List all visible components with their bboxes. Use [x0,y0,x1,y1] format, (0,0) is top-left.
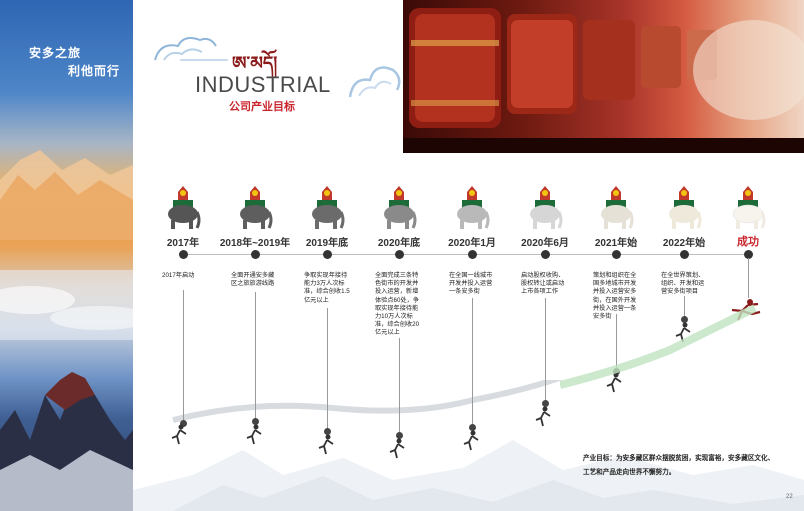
milestone-marker-1 [180,420,187,427]
industry-goal-text: 产业目标：为安多藏区群众摆脱贫困，实现富裕，安多藏区文化、工艺和产品走向世界不懈… [583,452,775,480]
milestone-year-7: 2021年始 [594,238,638,249]
climber-icon [535,406,551,427]
milestone-dot-5 [468,250,477,259]
milestone-year-5: 2020年1月 [448,238,496,249]
milestone-dot-9 [744,250,753,259]
milestone-line-4 [399,338,400,434]
page-number: 22 [786,494,793,500]
prayer-wheels-photo [403,0,804,153]
milestone-desc-1: 2017年启动 [162,272,195,279]
milestone-desc-5: 在全国一线城市开发并投入运营一条安多街 [449,272,493,296]
green-ridge [560,304,757,389]
milestone-desc-7: 策划和组织在全国多地城市开发并投入运营安多街，在国外开发并投入运营一条安多街 [593,272,637,321]
milestone-year-6: 2020年6月 [521,238,569,249]
milestone-line-1 [183,290,184,422]
milestone-line-6 [545,298,546,402]
climber-icon [246,424,262,445]
milestone-marker-5 [469,424,476,431]
milestone-dot-3 [323,250,332,259]
tibetan-title: ཨ་མདོ། [232,53,278,74]
banner-text-line1: 安多之旅 [29,46,82,60]
milestone-year-1: 2017年 [166,238,200,249]
milestone-desc-6: 启动股权收购、股权转让或启动上市各项工作 [521,272,565,296]
milestone-dot-2 [251,250,260,259]
elephant-icon [732,186,766,229]
milestone-year-4: 2020年底 [377,238,421,249]
milestone-line-9 [748,258,749,298]
milestone-desc-2: 全面开通安多藏区之旅旅游线路 [231,272,275,288]
milestone-line-3 [327,308,328,430]
cloud-ornament-right [348,66,401,98]
milestone-dot-6 [541,250,550,259]
climber-icon [318,434,334,455]
goal-label: 产业目标： [583,455,616,462]
climber-icon [463,430,479,451]
elephant-icon [457,186,490,229]
climber-icon [389,438,405,459]
milestone-dot-7 [612,250,621,259]
page-subtitle: 公司产业目标 [229,101,295,113]
milestone-marker-4 [396,432,403,439]
milestone-year-9: 成功 [737,236,759,248]
goal-body: 为安多藏区群众摆脱贫困，实现富裕，安多藏区文化、工艺和产品走向世界不懈努力。 [583,455,775,476]
milestone-year-2: 2018年~2019年 [219,238,291,249]
milestone-line-5 [472,298,473,426]
banner-text-line2: 利他而行 [68,64,121,78]
milestone-marker-3 [324,428,331,435]
climber-icon [171,424,187,445]
cloud-ornament-left [154,37,228,61]
elephant-icon [669,186,702,229]
elephant-icon [312,186,345,229]
milestone-desc-8: 在全世界策划、组织、开发和运营安多街项目 [661,272,705,296]
elephant-icon [530,186,563,229]
milestone-marker-6 [542,400,549,407]
elephant-icon [601,186,634,229]
elephant-icon [384,186,417,229]
milestone-marker-2 [252,418,259,425]
elephant-icon [168,186,201,229]
elephant-icon [240,186,273,229]
milestone-marker-8 [681,316,688,323]
milestone-desc-3: 争取实现年接待能力3万人次标准，综合创收1.5亿元以上 [304,272,350,304]
milestone-dot-1 [179,250,188,259]
milestone-year-3: 2019年底 [305,238,349,249]
milestone-year-8: 2022年始 [662,238,706,249]
mountain-illustration [0,150,133,511]
page-title: INDUSTRIAL [195,72,331,97]
milestone-line-8 [684,296,685,318]
milestone-line-2 [255,292,256,420]
milestone-desc-4: 全面完成三条特色街市的开发并投入运营，新增体验点60处，争取实现年接待能力10万… [375,272,420,337]
mountain-silhouette [133,380,804,511]
mountain-banner-image: 安多之旅 利他而行 [0,0,133,511]
timeline-axis [180,254,750,255]
prayer-wheels-illustration [403,8,804,153]
milestone-dot-8 [680,250,689,259]
milestone-line-7 [616,314,617,370]
milestone-dot-4 [395,250,404,259]
